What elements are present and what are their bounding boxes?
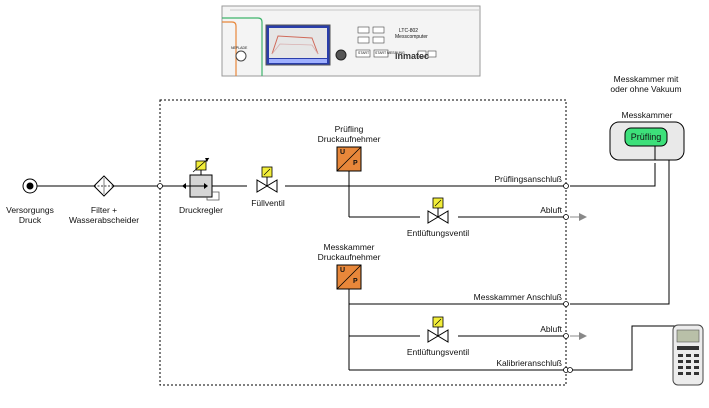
specimen-transducer-p: P — [353, 160, 358, 167]
handheld-calibrator-icon — [672, 324, 704, 386]
pressure-regulator-icon — [182, 157, 220, 201]
device-keys — [355, 26, 437, 58]
specimen-transducer-u: U — [340, 149, 346, 156]
specimen-transducer-icon — [336, 146, 362, 186]
device-key-start2[interactable]: START MESSUNG — [375, 51, 405, 55]
port-connectors — [157, 183, 573, 373]
port-specimen-label: Prüflingsanschluß — [494, 174, 562, 184]
device-screen — [265, 24, 331, 66]
port-chamber-label: Messkammer Anschluß — [473, 292, 562, 302]
filter-label-2: Wasserabscheider — [68, 215, 140, 225]
system-boundary — [159, 99, 567, 386]
supply-label-1: Versorgungs — [6, 205, 54, 215]
chamber-note-1: Messkammer mit — [613, 74, 679, 84]
supply-source-icon — [22, 178, 38, 194]
port-calibration-label: Kalibrieranschluß — [496, 358, 562, 368]
port-exhaust-2-label: Abluft — [540, 324, 562, 334]
chamber-transducer-icon — [336, 264, 362, 290]
filter-separator-icon — [93, 175, 115, 197]
pressure-regulator-label: Druckregler — [179, 205, 223, 215]
chamber-transducer-label-1: Messkammer — [323, 242, 375, 252]
measuring-computer-device — [221, 5, 481, 77]
chamber-transducer-label-2: Druckaufnehmer — [317, 252, 381, 262]
chamber-transducer-p: P — [353, 278, 358, 285]
fill-valve-icon — [256, 166, 278, 193]
device-key-start[interactable]: START — [358, 51, 370, 55]
vent-valve-1-icon — [427, 197, 449, 224]
chamber-transducer-u: U — [340, 267, 346, 274]
power-knob-icon — [235, 50, 247, 62]
chamber-specimen-label: Prüfling — [630, 132, 662, 142]
supply-label-2: Druck — [18, 215, 42, 225]
exhaust-arrows — [570, 213, 587, 340]
port-exhaust-1-label: Abluft — [540, 205, 562, 215]
dial-knob-icon — [335, 49, 347, 61]
specimen-transducer-label-2: Druckaufnehmer — [317, 134, 381, 144]
measuring-chamber — [609, 121, 685, 161]
vent-valve-2-label: Entlüftungsventil — [406, 347, 470, 357]
device-model: LTC-802 — [399, 28, 419, 34]
specimen-transducer-label-1: Prüfling — [334, 124, 364, 134]
pipes — [30, 158, 676, 371]
chamber-note-2: oder ohne Vakuum — [610, 84, 682, 94]
chamber-title: Messkammer — [621, 110, 673, 120]
fill-valve-label: Füllventil — [251, 198, 285, 208]
vent-valve-1-label: Entlüftungsventil — [406, 228, 470, 238]
device-subtitle: Messcomputer — [395, 34, 428, 40]
vent-valve-2-icon — [427, 316, 449, 343]
device-knob-label: NEPLADE — [231, 46, 248, 50]
device-brand: inmatec — [395, 51, 430, 61]
filter-label-1: Filter + — [90, 205, 118, 215]
